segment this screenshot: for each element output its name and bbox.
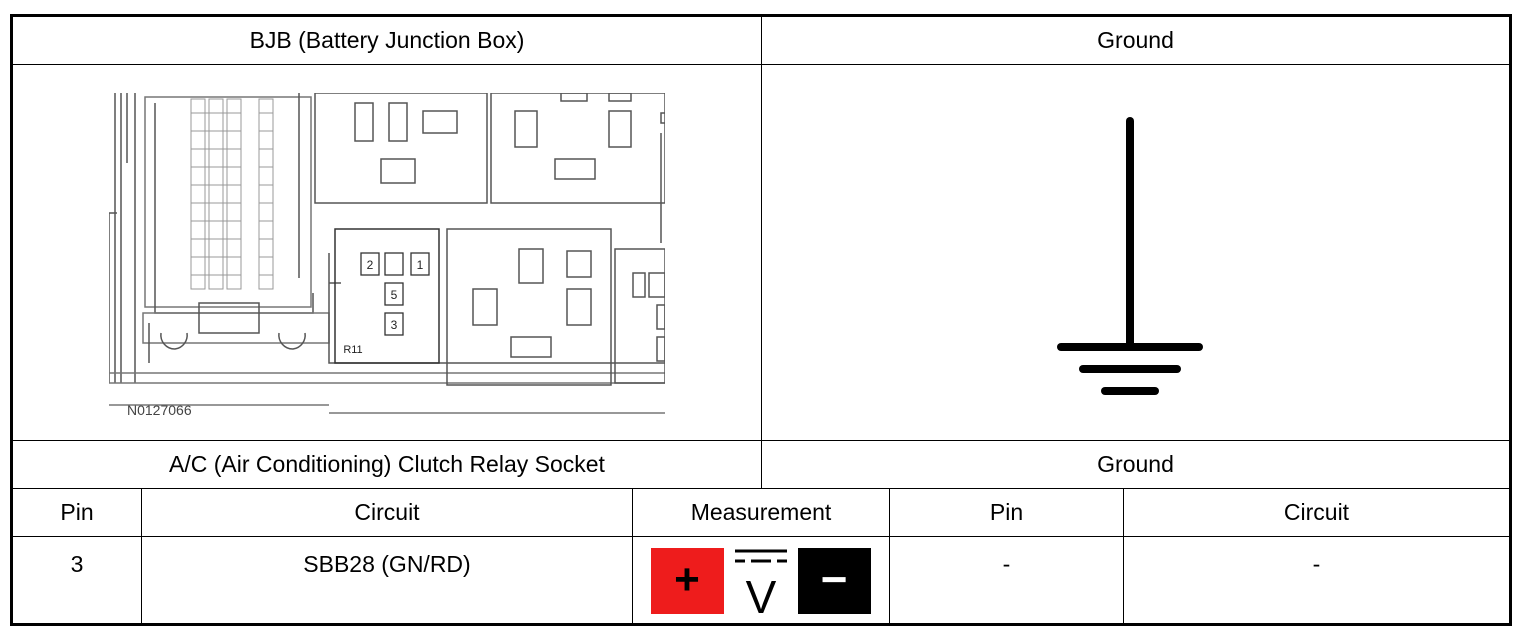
- positive-probe-icon: +: [651, 548, 724, 614]
- connector-table: BJB (Battery Junction Box) Ground: [10, 14, 1512, 626]
- divider: [1123, 489, 1124, 623]
- figure-id: N0127066: [127, 402, 192, 418]
- dc-voltage-icon: V: [735, 549, 787, 623]
- pin-label: 3: [391, 318, 398, 332]
- positive-symbol: +: [674, 555, 700, 604]
- measurement-cell: + V −: [633, 537, 889, 623]
- column-header-ground-circuit: Circuit: [1283, 499, 1350, 525]
- column-header-circuit: Circuit: [354, 499, 420, 525]
- negative-probe-icon: −: [798, 548, 871, 614]
- column-header-measurement: Measurement: [690, 499, 832, 525]
- relay-label: R11: [343, 344, 362, 356]
- voltage-symbol: V: [746, 571, 777, 623]
- negative-symbol: −: [821, 553, 848, 605]
- ground-subtitle: Ground: [1097, 451, 1174, 477]
- pin-label: 5: [391, 288, 398, 302]
- ground-symbol-icon: [1053, 115, 1203, 400]
- divider: [141, 489, 142, 623]
- relay-socket-title: A/C (Air Conditioning) Clutch Relay Sock…: [169, 451, 605, 477]
- table-row-ground-circuit: -: [1312, 551, 1321, 577]
- divider: [889, 489, 890, 623]
- bjb-connector-diagram: 2 1 5 3 R11 N0127066: [108, 92, 666, 423]
- divider: [632, 489, 633, 623]
- connector-title: BJB (Battery Junction Box): [249, 27, 525, 53]
- pin-label: 2: [367, 258, 374, 272]
- table-row-ground-pin: -: [1002, 551, 1011, 577]
- table-row-circuit: SBB28 (GN/RD): [303, 551, 471, 577]
- ground-title: Ground: [1097, 27, 1174, 53]
- divider: [761, 17, 762, 489]
- column-header-ground-pin: Pin: [989, 499, 1024, 525]
- divider: [13, 536, 1509, 537]
- pin-label: 1: [417, 258, 424, 272]
- table-row-pin: 3: [70, 551, 84, 577]
- column-header-pin: Pin: [60, 499, 94, 525]
